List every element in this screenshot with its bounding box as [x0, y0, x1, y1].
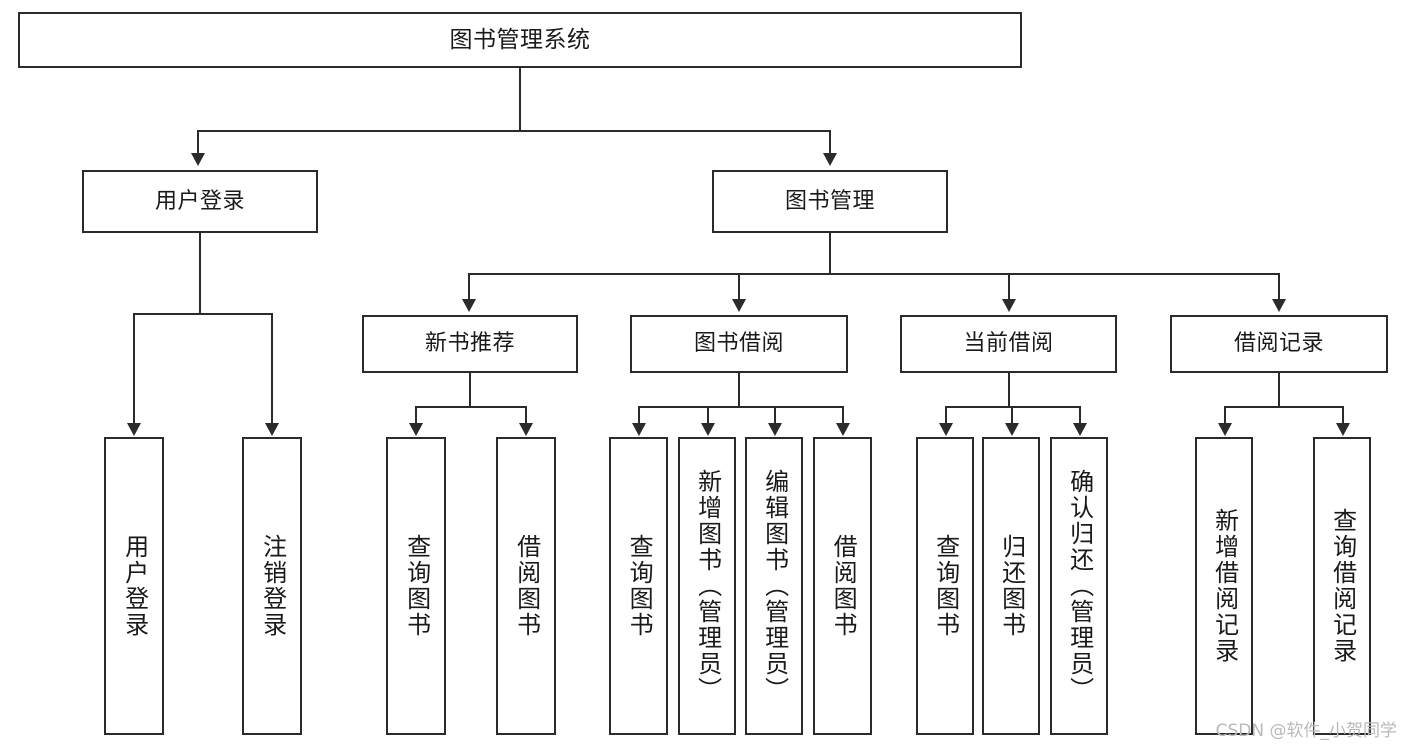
arrowhead-leaf-return-book: [1005, 423, 1019, 436]
node-borrow-record[interactable]: 借阅记录: [1170, 315, 1388, 373]
arrowhead-leaf-confirm-return: [1073, 423, 1087, 436]
node-new-book-recommend[interactable]: 新书推荐: [362, 315, 578, 373]
leaf-node-edit-book-admin[interactable]: 编辑图书（管理员）: [745, 437, 803, 735]
leaf-node-return-book[interactable]: 归还图书: [982, 437, 1040, 735]
edge-book-borrow-child-4: [842, 406, 844, 425]
arrowhead-new-book-rec: [462, 299, 476, 312]
arrowhead-leaf-add-record: [1218, 423, 1232, 436]
node-label: 借阅图书: [512, 534, 541, 638]
node-label: 归还图书: [997, 534, 1026, 638]
edge-root-stem: [519, 68, 521, 130]
node-label: 借阅记录: [1233, 331, 1324, 357]
node-user-login[interactable]: 用户登录: [82, 170, 318, 233]
node-label: 确认归还（管理员）: [1065, 469, 1094, 703]
node-label: 查询图书: [931, 534, 960, 638]
arrowhead-book-manage: [823, 153, 837, 166]
edge-borrow-record-child-2: [1342, 406, 1344, 425]
node-label: 用户登录: [120, 534, 149, 638]
edge-current-borrow-child-3: [1079, 406, 1081, 425]
edge-user-login-child-1: [133, 313, 135, 425]
leaf-node-query-book-borrow[interactable]: 查询图书: [609, 437, 668, 735]
node-label: 查询借阅记录: [1328, 508, 1357, 664]
arrowhead-leaf-add-book: [701, 423, 715, 436]
edge-new-book-rec-stem: [469, 373, 471, 406]
arrowhead-leaf-borrow-book-2: [836, 423, 850, 436]
edge-book-borrow-stem: [738, 373, 740, 406]
edge-new-book-rec-child-1: [415, 406, 417, 425]
node-label: 用户登录: [154, 188, 245, 214]
edge-new-book-rec-child-2: [525, 406, 527, 425]
arrowhead-leaf-query-book-1: [409, 423, 423, 436]
arrowhead-user-login: [191, 153, 205, 166]
node-book-borrow[interactable]: 图书借阅: [630, 315, 848, 373]
leaf-node-borrow-book-borrow[interactable]: 借阅图书: [813, 437, 872, 735]
edge-to-user-login: [197, 130, 199, 155]
node-label: 新增借阅记录: [1210, 508, 1239, 664]
arrowhead-leaf-query-book-3: [939, 423, 953, 436]
edge-root-bus: [197, 130, 831, 132]
edge-to-book-borrow: [738, 273, 740, 301]
node-current-borrow[interactable]: 当前借阅: [900, 315, 1117, 373]
node-label: 查询图书: [625, 534, 654, 638]
edge-user-login-stem: [199, 233, 201, 313]
leaf-node-add-borrow-record[interactable]: 新增借阅记录: [1195, 437, 1253, 735]
node-label: 图书借阅: [693, 331, 784, 357]
node-label: 新书推荐: [424, 331, 515, 357]
edge-to-new-book-rec: [468, 273, 470, 301]
arrowhead-leaf-query-record: [1336, 423, 1350, 436]
edge-to-book-manage: [829, 130, 831, 155]
edge-borrow-record-stem: [1278, 373, 1280, 406]
leaf-node-confirm-return-admin[interactable]: 确认归还（管理员）: [1050, 437, 1108, 735]
edge-book-borrow-child-1: [638, 406, 640, 425]
edge-to-borrow-record: [1278, 273, 1280, 301]
leaf-node-query-book-new-rec[interactable]: 查询图书: [386, 437, 446, 735]
arrowhead-leaf-query-book-2: [632, 423, 646, 436]
arrowhead-current-borrow: [1002, 299, 1016, 312]
edge-user-login-bus: [133, 313, 271, 315]
arrowhead-leaf-user-login: [127, 423, 141, 436]
arrowhead-leaf-logout-login: [265, 423, 279, 436]
edge-book-borrow-bus: [638, 406, 842, 408]
edge-current-borrow-child-1: [945, 406, 947, 425]
node-label: 当前借阅: [963, 331, 1054, 357]
leaf-node-add-book-admin[interactable]: 新增图书（管理员）: [678, 437, 736, 735]
edge-current-borrow-child-2: [1011, 406, 1013, 425]
edge-new-book-rec-bus: [415, 406, 525, 408]
edge-user-login-child-2: [271, 313, 273, 425]
edge-to-current-borrow: [1008, 273, 1010, 301]
node-label: 查询图书: [402, 534, 431, 638]
edge-book-borrow-child-3: [774, 406, 776, 425]
node-label: 图书管理: [784, 188, 875, 214]
arrowhead-leaf-edit-book: [768, 423, 782, 436]
edge-current-borrow-stem: [1008, 373, 1010, 406]
node-label: 图书管理系统: [449, 26, 591, 53]
leaf-node-logout-login[interactable]: 注销登录: [242, 437, 302, 735]
leaf-node-borrow-book-new-rec[interactable]: 借阅图书: [496, 437, 556, 735]
leaf-node-query-book-current[interactable]: 查询图书: [916, 437, 974, 735]
node-label: 注销登录: [258, 534, 287, 638]
node-label: 新增图书（管理员）: [693, 469, 722, 703]
edge-borrow-record-child-1: [1224, 406, 1226, 425]
node-root-book-management-system[interactable]: 图书管理系统: [18, 12, 1022, 68]
arrowhead-borrow-record: [1272, 299, 1286, 312]
edge-book-borrow-child-2: [707, 406, 709, 425]
node-label: 编辑图书（管理员）: [760, 469, 789, 703]
leaf-node-query-borrow-record[interactable]: 查询借阅记录: [1313, 437, 1371, 735]
leaf-node-user-login[interactable]: 用户登录: [104, 437, 164, 735]
edge-book-manage-stem: [829, 233, 831, 273]
edge-borrow-record-bus: [1224, 406, 1342, 408]
node-book-manage[interactable]: 图书管理: [712, 170, 948, 233]
node-label: 借阅图书: [829, 534, 858, 638]
edge-book-manage-bus: [468, 273, 1280, 275]
arrowhead-book-borrow: [732, 299, 746, 312]
arrowhead-leaf-borrow-book-1: [519, 423, 533, 436]
